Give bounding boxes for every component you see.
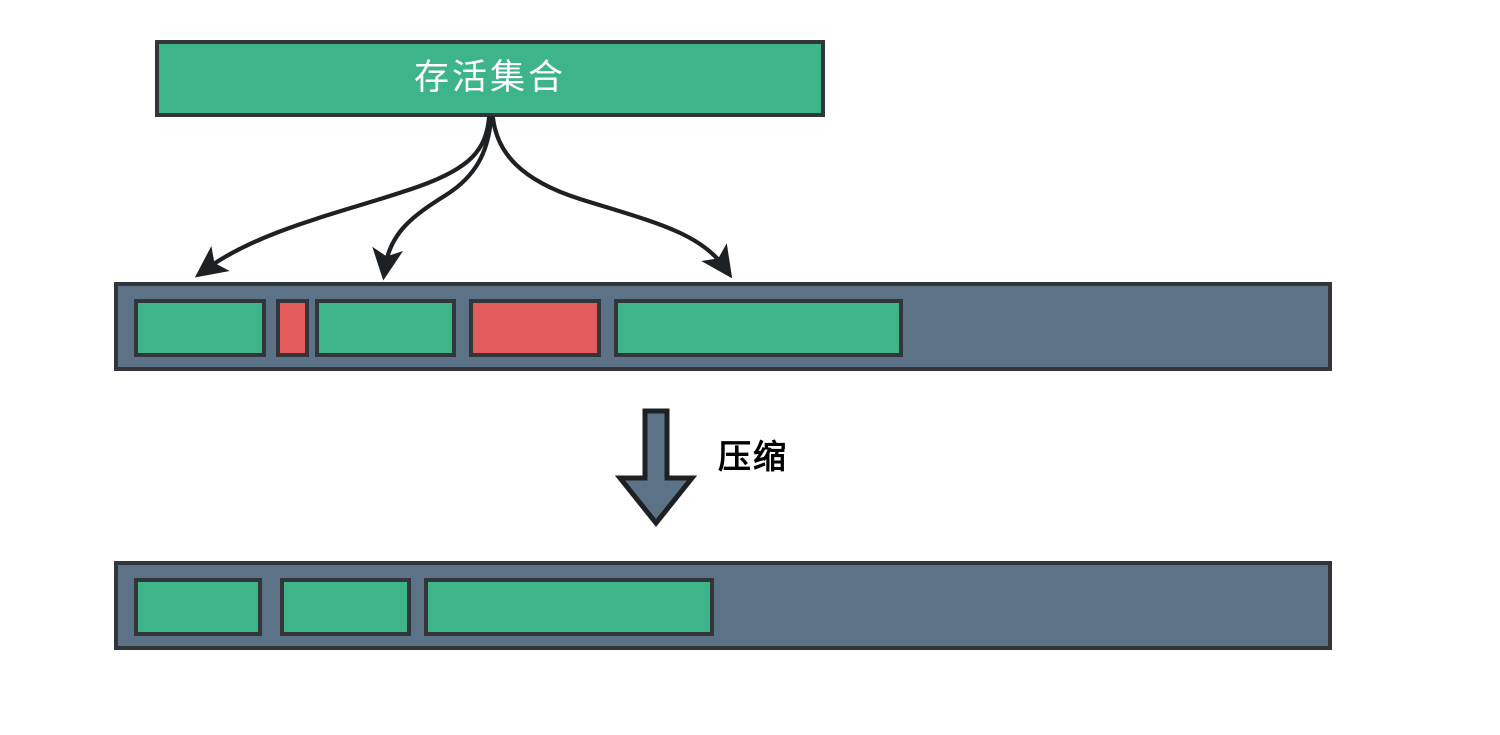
heap-block-before-5-live <box>614 299 903 357</box>
live-set-title-box: 存活集合 <box>155 40 825 117</box>
heap-bar-after-compaction <box>114 561 1332 650</box>
heap-block-before-1-live <box>134 299 266 357</box>
pointer-arrow-1 <box>194 115 492 278</box>
heap-block-after-1-live <box>134 578 262 636</box>
compaction-label: 压缩 <box>718 437 788 476</box>
pointer-arrow-2 <box>372 116 494 281</box>
pointer-arrow-3 <box>490 115 733 279</box>
heap-bar-before-compaction <box>114 282 1332 371</box>
heap-block-after-2-live <box>280 578 411 636</box>
heap-block-before-2-dead <box>276 299 309 357</box>
heap-block-after-3-live <box>424 578 714 636</box>
compaction-arrow-icon <box>614 408 698 528</box>
live-set-title-label: 存活集合 <box>413 58 566 98</box>
heap-block-before-3-live <box>315 299 456 357</box>
heap-block-before-4-dead <box>469 299 601 357</box>
